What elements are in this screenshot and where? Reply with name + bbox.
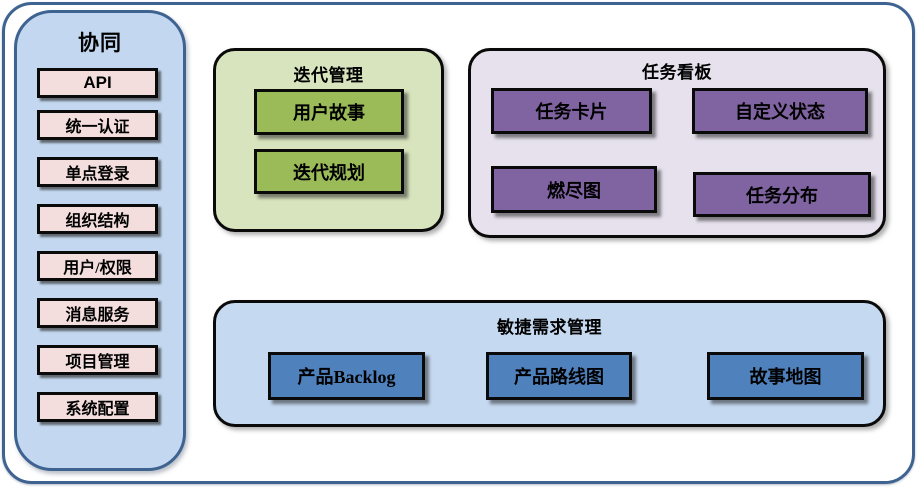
sidebar-item-system-config: 系统配置: [37, 392, 158, 422]
feature-iteration-plan: 迭代规划: [254, 149, 404, 194]
feature-task-distribution: 任务分布: [693, 172, 871, 217]
sidebar-item-sso: 单点登录: [37, 157, 158, 187]
requirements-group-title: 敏捷需求管理: [497, 318, 602, 337]
feature-user-story: 用户故事: [254, 89, 404, 135]
feature-task-card: 任务卡片: [491, 88, 652, 134]
sidebar-collaboration-group: 协同 API 统一认证 单点登录 组织结构 用户/权限 消息服务 项目管理 系统…: [14, 10, 186, 471]
sidebar-item-message-svc: 消息服务: [37, 298, 158, 328]
sidebar-title: 协同: [78, 32, 122, 55]
iteration-group-title: 迭代管理: [293, 66, 364, 85]
feature-product-roadmap: 产品路线图: [486, 352, 632, 400]
sidebar-item-org-structure: 组织结构: [37, 204, 158, 234]
task-kanban-group: 任务看板 任务卡片 自定义状态 燃尽图 任务分布: [468, 48, 886, 238]
feature-product-backlog: 产品Backlog: [268, 352, 425, 400]
kanban-group-title: 任务看板: [642, 63, 712, 82]
agile-requirements-group: 敏捷需求管理 产品Backlog 产品路线图 故事地图: [213, 300, 886, 427]
feature-custom-status: 自定义状态: [692, 88, 868, 134]
sidebar-item-unified-auth: 统一认证: [37, 110, 158, 140]
sidebar-item-project-mgmt: 项目管理: [37, 345, 158, 375]
feature-burndown-chart: 燃尽图: [491, 166, 657, 213]
iteration-management-group: 迭代管理 用户故事 迭代规划: [213, 48, 444, 232]
sidebar-item-api: API: [37, 68, 158, 98]
feature-story-map: 故事地图: [707, 352, 864, 400]
sidebar-item-user-perms: 用户/权限: [37, 251, 158, 281]
